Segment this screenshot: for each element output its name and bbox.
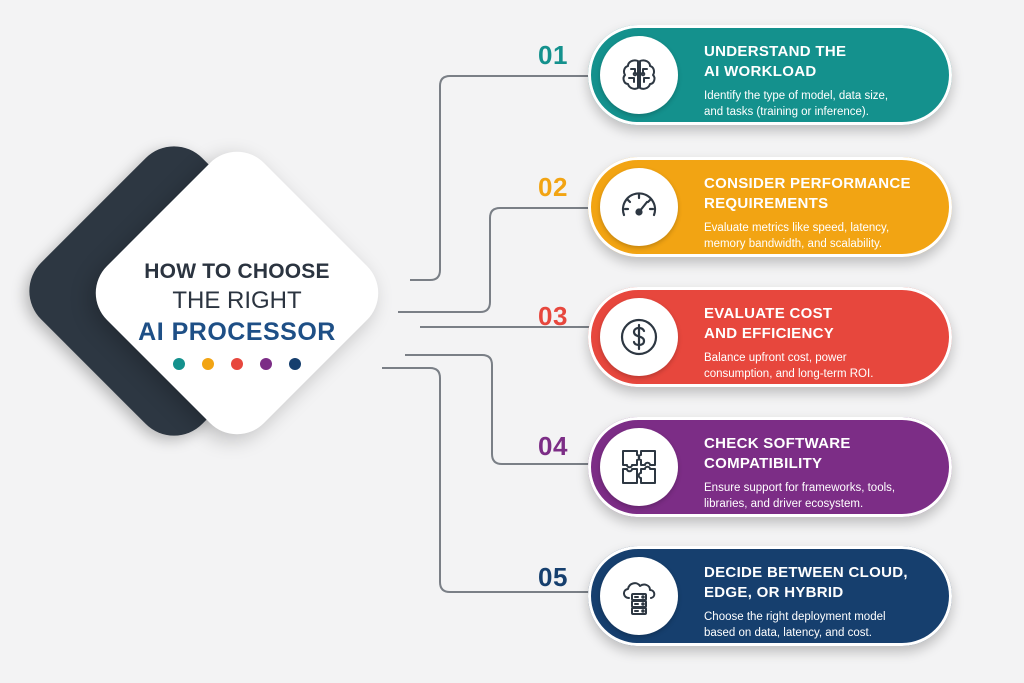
step-desc-line2: libraries, and driver ecosystem. bbox=[704, 498, 864, 510]
step-desc-line2: and tasks (training or inference). bbox=[704, 106, 869, 118]
step-title-line1: EVALUATE COST bbox=[704, 305, 833, 322]
teal-dot bbox=[173, 358, 185, 370]
center-title-line2: THE RIGHT bbox=[172, 287, 302, 314]
step-description: Identify the type of model, data size, a… bbox=[704, 88, 940, 120]
icon-circle bbox=[600, 557, 678, 635]
icon-circle bbox=[600, 298, 678, 376]
step-description: Evaluate metrics like speed, latency, me… bbox=[704, 220, 940, 252]
step-title-line2: REQUIREMENTS bbox=[704, 195, 829, 212]
step-title-line2: EDGE, OR HYBRID bbox=[704, 584, 844, 601]
step-title: EVALUATE COST AND EFFICIENCY bbox=[704, 304, 936, 344]
connector-01 bbox=[410, 75, 590, 281]
step-desc-line1: Choose the right deployment model bbox=[704, 611, 886, 623]
icon-circle bbox=[600, 36, 678, 114]
step-desc-line1: Evaluate metrics like speed, latency, bbox=[704, 222, 890, 234]
step-title-line1: CHECK SOFTWARE bbox=[704, 435, 851, 452]
step-title: UNDERSTAND THE AI WORKLOAD bbox=[704, 42, 936, 82]
connector-02 bbox=[398, 207, 590, 313]
step-title-line2: COMPATIBILITY bbox=[704, 455, 823, 472]
step-desc-line1: Balance upfront cost, power bbox=[704, 352, 847, 364]
step-card-04: CHECK SOFTWARE COMPATIBILITY Ensure supp… bbox=[588, 417, 952, 517]
step-title: CONSIDER PERFORMANCE REQUIREMENTS bbox=[704, 174, 936, 214]
step-number-01: 01 bbox=[538, 40, 568, 70]
center-title: HOW TO CHOOSE THE RIGHT AI PROCESSOR bbox=[137, 258, 337, 370]
step-title: CHECK SOFTWARE COMPATIBILITY bbox=[704, 434, 936, 474]
step-desc-line2: based on data, latency, and cost. bbox=[704, 627, 872, 639]
step-number-05: 05 bbox=[538, 562, 568, 592]
step-desc-line2: memory bandwidth, and scalability. bbox=[704, 238, 883, 250]
speedometer-icon bbox=[621, 192, 657, 217]
navy-dot bbox=[289, 358, 301, 370]
step-desc-line1: Ensure support for frameworks, tools, bbox=[704, 482, 896, 494]
step-description: Ensure support for frameworks, tools, li… bbox=[704, 480, 940, 512]
center-title-line3: AI PROCESSOR bbox=[138, 318, 336, 346]
center-title-line1: HOW TO CHOOSE bbox=[144, 260, 330, 283]
connector-04 bbox=[405, 354, 590, 465]
step-card-05: DECIDE BETWEEN CLOUD, EDGE, OR HYBRID Ch… bbox=[588, 546, 952, 646]
step-description: Balance upfront cost, power consumption,… bbox=[704, 350, 940, 382]
step-number-03: 03 bbox=[538, 301, 568, 331]
brain-icon bbox=[622, 59, 656, 90]
color-dots bbox=[137, 358, 337, 370]
step-card-03: EVALUATE COST AND EFFICIENCY Balance upf… bbox=[588, 287, 952, 387]
puzzle-icon bbox=[622, 450, 656, 484]
step-title-line2: AI WORKLOAD bbox=[704, 63, 817, 80]
purple-dot bbox=[260, 358, 272, 370]
red-dot bbox=[231, 358, 243, 370]
step-title-line1: CONSIDER PERFORMANCE bbox=[704, 175, 911, 192]
step-card-02: CONSIDER PERFORMANCE REQUIREMENTS Evalua… bbox=[588, 157, 952, 257]
step-title-line1: UNDERSTAND THE bbox=[704, 43, 847, 60]
icon-circle bbox=[600, 168, 678, 246]
icon-circle bbox=[600, 428, 678, 506]
step-title-line2: AND EFFICIENCY bbox=[704, 325, 835, 342]
step-title-line1: DECIDE BETWEEN CLOUD, bbox=[704, 564, 908, 581]
dollar-icon bbox=[620, 318, 658, 356]
step-title: DECIDE BETWEEN CLOUD, EDGE, OR HYBRID bbox=[704, 563, 936, 603]
step-description: Choose the right deployment model based … bbox=[704, 609, 940, 641]
step-desc-line2: consumption, and long-term ROI. bbox=[704, 368, 874, 380]
amber-dot bbox=[202, 358, 214, 370]
step-card-01: UNDERSTAND THE AI WORKLOAD Identify the … bbox=[588, 25, 952, 125]
step-desc-line1: Identify the type of model, data size, bbox=[704, 90, 889, 102]
cloud-server-icon bbox=[623, 582, 656, 615]
step-number-04: 04 bbox=[538, 431, 568, 461]
connector-05 bbox=[382, 367, 590, 593]
step-number-02: 02 bbox=[538, 172, 568, 202]
